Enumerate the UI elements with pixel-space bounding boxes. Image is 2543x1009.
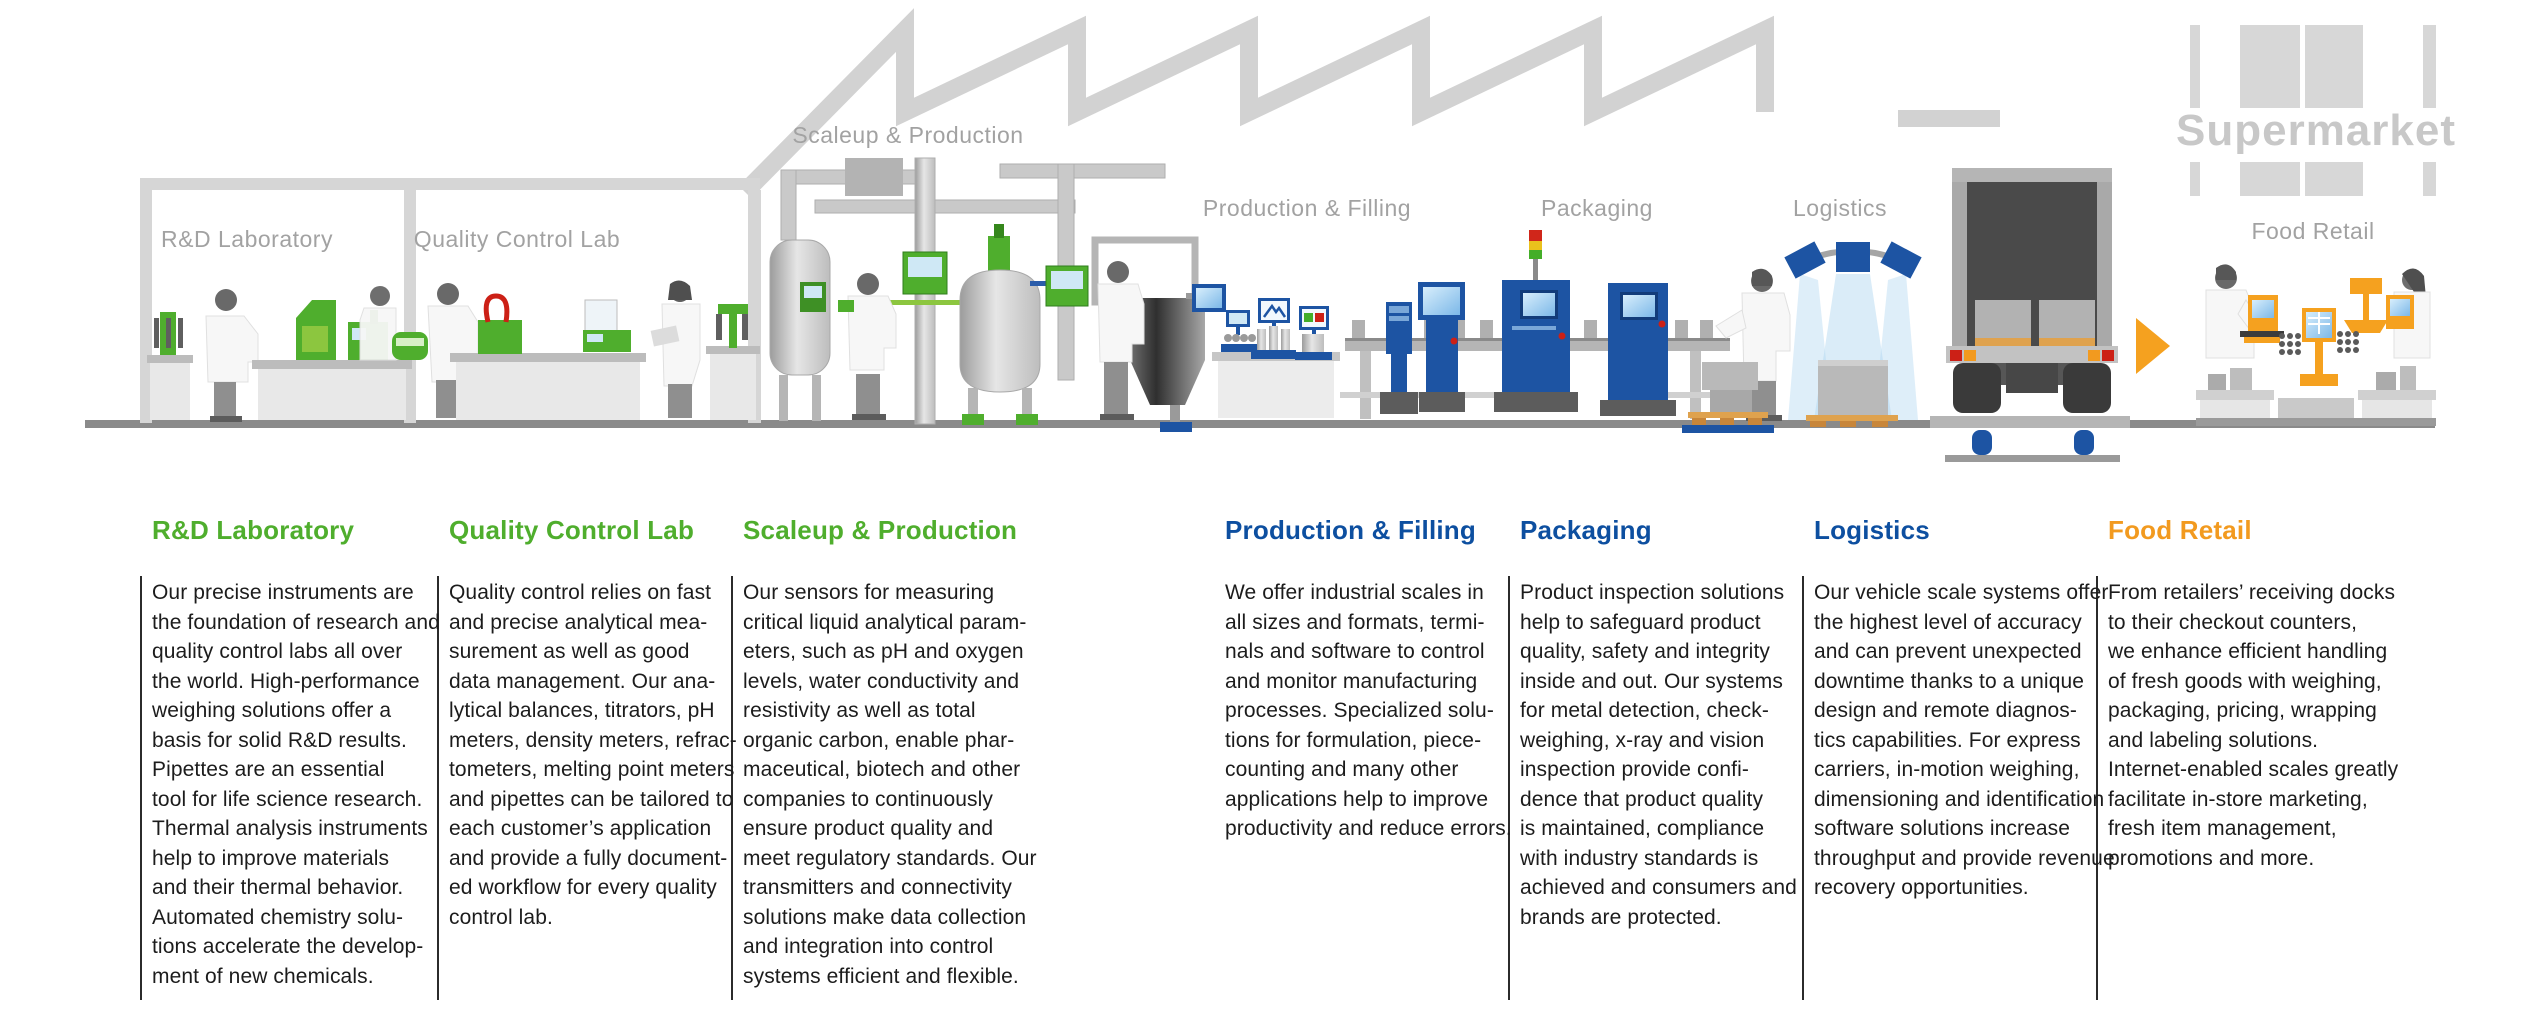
column-divider <box>2096 576 2098 1000</box>
column-heading: Packaging <box>1520 515 1652 545</box>
column-heading: Food Retail <box>2108 515 2252 545</box>
logistics-illustration <box>1784 241 1922 427</box>
column-divider <box>731 576 733 1000</box>
column-body: Quality control relies on fast and preci… <box>449 581 737 929</box>
label-rd-laboratory: R&D Laboratory <box>161 226 333 252</box>
labs-illustration <box>140 178 761 423</box>
column-body: Our vehicle scale systems offer the high… <box>1814 581 2115 899</box>
column-scaleup-production: Scaleup & Production Our sensors for mea… <box>743 514 1053 991</box>
column-divider <box>1802 576 1804 1000</box>
column-heading: Quality Control Lab <box>449 515 695 545</box>
production-filling-illustration <box>1186 282 1505 419</box>
flow-arrow-icon <box>2136 318 2170 374</box>
column-heading: Logistics <box>1814 515 1930 545</box>
column-rd-laboratory: R&D Laboratory Our precise instruments a… <box>152 514 462 991</box>
packaging-illustration <box>1494 230 1791 433</box>
label-logistics: Logistics <box>1793 195 1887 221</box>
column-packaging: Packaging Product inspection solutions h… <box>1520 514 1830 932</box>
floor-line <box>85 420 2435 428</box>
truck-illustration <box>1930 168 2130 462</box>
label-scaleup: Scaleup & Production <box>792 122 1024 148</box>
column-divider <box>1508 576 1510 1000</box>
supermarket-illustration <box>2190 25 2436 426</box>
column-heading: Production & Filling <box>1225 515 1476 545</box>
column-body: We offer industrial scales in all sizes … <box>1225 581 1512 840</box>
column-body: Our sensors for measuring critical liqui… <box>743 581 1037 988</box>
column-body: Product inspection solutions help to saf… <box>1520 581 1797 929</box>
column-food-retail: Food Retail From retailers’ receiving do… <box>2108 514 2418 873</box>
scaleup-illustration <box>769 157 1205 432</box>
column-heading: Scaleup & Production <box>743 515 1018 545</box>
column-production-filling: Production & Filling We offer industrial… <box>1225 514 1535 844</box>
label-food-retail: Food Retail <box>2251 218 2375 244</box>
column-logistics: Logistics Our vehicle scale systems offe… <box>1814 514 2124 903</box>
factory-roof <box>738 8 2000 199</box>
column-body: From retailers’ receiving docks to their… <box>2108 581 2399 870</box>
label-packaging: Packaging <box>1541 195 1653 221</box>
column-divider <box>140 576 142 1000</box>
column-heading: R&D Laboratory <box>152 515 355 545</box>
label-production-filling: Production & Filling <box>1202 195 1412 221</box>
column-body: Our precise instruments are the foundati… <box>152 581 440 988</box>
column-divider <box>437 576 439 1000</box>
label-quality-control: Quality Control Lab <box>413 226 621 252</box>
label-supermarket: Supermarket <box>2175 106 2457 155</box>
column-quality-control-lab: Quality Control Lab Quality control reli… <box>449 514 759 932</box>
scene-illustration <box>85 8 2436 462</box>
